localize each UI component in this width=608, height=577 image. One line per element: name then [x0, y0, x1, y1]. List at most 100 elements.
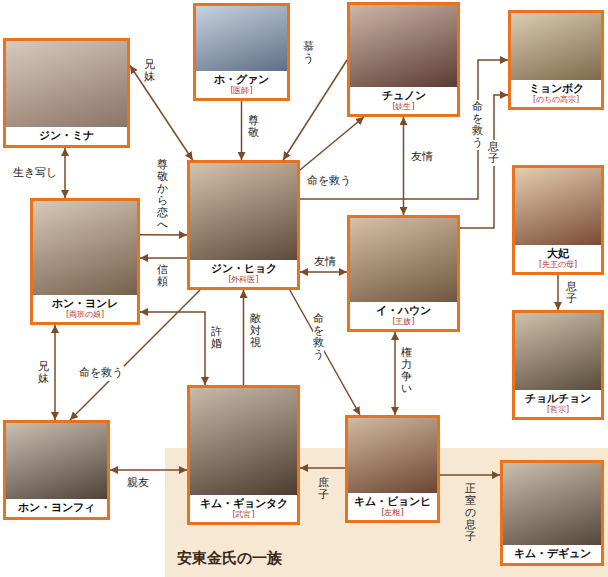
name-plate: ジン・ヒョク[外科医] [190, 260, 297, 287]
name-plate: ジン・ミナ [6, 127, 127, 145]
relation-arrow [300, 117, 364, 170]
relation-label: 命を救う [472, 100, 483, 150]
relation-arrow [54, 325, 56, 420]
relation-label: 生き写し [12, 166, 58, 181]
name-plate: 大妃[先王の母] [515, 245, 601, 272]
character-name: ミョンボク [512, 82, 600, 96]
relation-label: 息子 [488, 140, 499, 166]
relation-label: 権力争い [401, 346, 412, 396]
relation-label: 息子 [566, 280, 577, 306]
character-name: キム・ビョンヒ [349, 495, 436, 509]
relation-arrow [283, 60, 347, 160]
relation-arrow [403, 117, 405, 215]
relation-label: 正室の息子 [465, 482, 476, 544]
relation-label: 命を救う [313, 312, 324, 362]
name-plate: キム・ギョンタク[武官] [190, 495, 297, 522]
relation-label: 庶子 [318, 476, 329, 502]
relation-label: 信頼 [157, 263, 168, 289]
character-name: キム・ギョンタク [191, 497, 296, 511]
character-name: チョルチョン [516, 392, 600, 406]
portrait-photo [6, 41, 127, 127]
relation-arrow [557, 275, 559, 310]
portrait-photo [350, 5, 457, 87]
character-name: ホン・ヨンフィ [7, 501, 106, 515]
relation-label: 友情 [313, 255, 337, 270]
name-plate: ホン・ヨンフィ [6, 499, 107, 517]
portrait-photo [350, 218, 457, 302]
name-plate: チョルチョン[哲宗] [515, 390, 601, 417]
relation-arrow [300, 467, 345, 469]
relation-arrow [110, 469, 187, 471]
relation-label: 慕う [303, 40, 314, 66]
relation-arrow [290, 290, 360, 415]
character-role: [左相] [349, 508, 436, 518]
character-role: [両班の娘] [34, 310, 136, 320]
relation-label: 敵対視 [250, 312, 261, 350]
relation-arrow [243, 290, 245, 385]
portrait-photo [190, 163, 297, 260]
character-box: キム・ギョンタク[武官] [187, 385, 300, 525]
clan-band: 安東金氏の一族 キム・ギョンタク[武官] キム・ビョンヒ[左相] キム・デギュン [165, 448, 608, 577]
name-plate: イ・ハウン[王族] [350, 302, 457, 329]
name-plate: ホン・ヨンレ[両班の娘] [33, 295, 137, 322]
clan-name: 安東金氏の一族 [177, 549, 282, 568]
portrait-photo [503, 463, 601, 545]
relation-label: 許婚 [211, 325, 222, 351]
character-box: チュノン[妓生] [347, 2, 460, 117]
character-box: チョルチョン[哲宗] [512, 310, 604, 420]
relation-arrow [440, 474, 500, 476]
character-name: ジン・ヒョク [191, 262, 296, 276]
relation-label: 兄妹 [144, 58, 155, 84]
character-box: イ・ハウン[王族] [347, 215, 460, 332]
character-name: 大妃 [516, 247, 600, 261]
name-plate: キム・デギュン [503, 545, 601, 563]
relation-arrow [241, 101, 243, 160]
relation-arrow [140, 257, 187, 259]
character-role: [外科医] [191, 275, 296, 285]
character-box: ジン・ミナ [3, 38, 130, 148]
relation-label: 親友 [126, 476, 150, 491]
relation-arrow [64, 148, 66, 198]
character-role: [先王の母] [516, 260, 600, 270]
character-box: ミョンボク[のちの高宗] [508, 10, 604, 110]
portrait-photo [511, 13, 601, 80]
portrait-photo [348, 418, 437, 493]
character-box: キム・ビョンヒ[左相] [345, 415, 440, 523]
character-role: [王族] [351, 317, 456, 327]
relation-arrow [300, 60, 508, 199]
relation-label: 尊敬 [248, 114, 259, 140]
character-role: [哲宗] [516, 405, 600, 415]
relation-arrow [70, 290, 200, 420]
name-plate: ミョンボク[のちの高宗] [511, 80, 601, 107]
relation-arrow [140, 234, 187, 236]
name-plate: チュノン[妓生] [350, 87, 457, 114]
relation-arrow [460, 95, 508, 228]
character-name: ホン・ヨンレ [34, 297, 136, 311]
portrait-photo [515, 168, 601, 245]
portrait-photo [6, 423, 107, 499]
name-plate: ホ・グァン[医師] [196, 71, 287, 98]
character-box: ホン・ヨンフィ [3, 420, 110, 520]
relation-arrow [394, 332, 396, 415]
character-role: [武官] [191, 510, 296, 520]
character-role: [医師] [197, 86, 286, 96]
character-box: 大妃[先王の母] [512, 165, 604, 275]
relation-arrow [130, 66, 193, 161]
relation-label: 命を救う [306, 174, 352, 189]
name-plate: キム・ビョンヒ[左相] [348, 493, 437, 520]
relation-label: 兄妹 [38, 360, 49, 386]
character-role: [妓生] [351, 102, 456, 112]
character-name: ジン・ミナ [7, 129, 126, 143]
character-box: ホ・グァン[医師] [193, 3, 290, 101]
character-box: キム・デギュン [500, 460, 604, 566]
relation-label: 命を救う [78, 366, 124, 381]
character-role: [のちの高宗] [512, 95, 600, 105]
relation-arrow [140, 312, 205, 385]
character-name: キム・デギュン [504, 547, 600, 561]
portrait-photo [33, 201, 137, 295]
character-name: イ・ハウン [351, 304, 456, 318]
relation-label: 友情 [410, 150, 434, 165]
character-box: ジン・ヒョク[外科医] [187, 160, 300, 290]
